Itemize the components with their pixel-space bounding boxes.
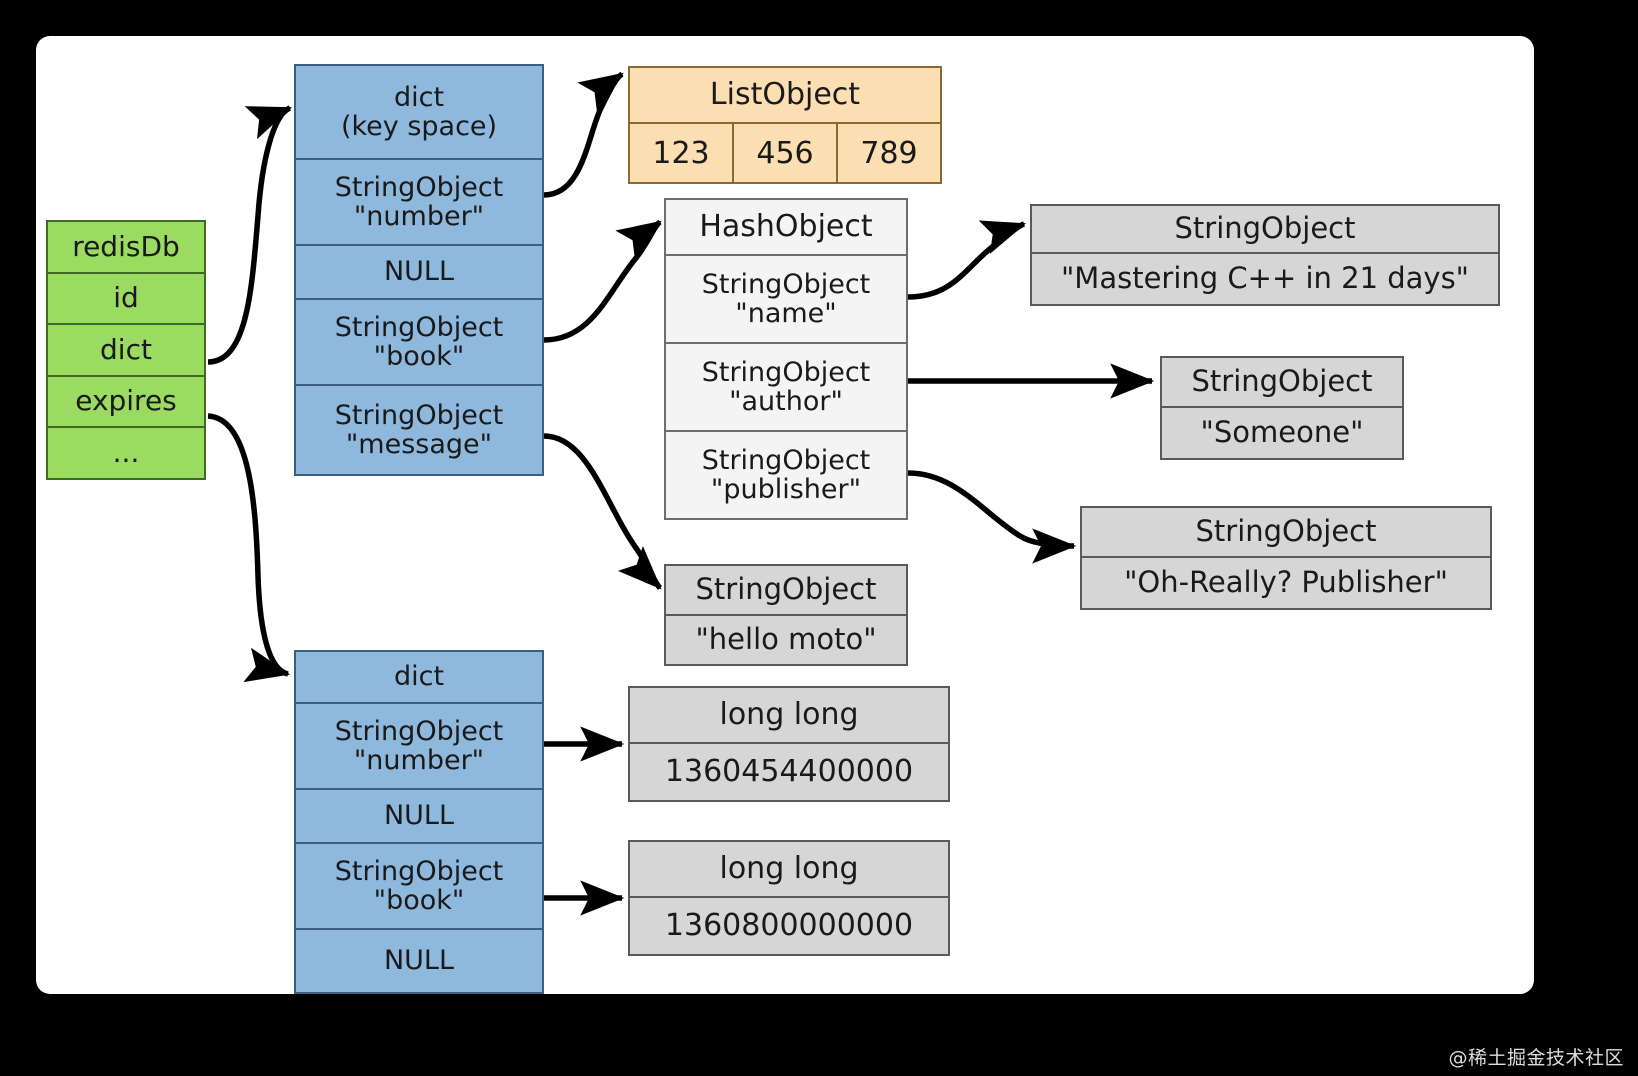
hashobject-header: HashObject — [666, 200, 906, 256]
listobject-value-2: 789 — [838, 124, 940, 182]
stringobject-publisher-header: StringObject — [1082, 508, 1490, 558]
keyspace-entry-null-1: NULL — [296, 246, 542, 300]
stringobject-message-box: StringObject "hello moto" — [664, 564, 908, 666]
longlong-book-box: long long 1360800000000 — [628, 840, 950, 956]
redisdb-row-name: redisDb — [48, 222, 204, 274]
redisdb-box: redisDb id dict expires ... — [46, 220, 206, 480]
stringobject-message-header: StringObject — [666, 566, 906, 616]
listobject-header: ListObject — [630, 68, 940, 124]
arrow-name-to-mastering — [907, 220, 1027, 300]
keyspace-dict-box: dict (key space) StringObject "number" N… — [294, 64, 544, 476]
listobject-box: ListObject 123 456 789 — [628, 66, 942, 184]
arrow-db-dict-to-keyspace — [207, 105, 293, 365]
keyspace-entry-book: StringObject "book" — [296, 300, 542, 386]
stringobject-author-value: "Someone" — [1162, 408, 1402, 458]
keyspace-entry-number: StringObject "number" — [296, 160, 542, 246]
expires-entry-null-1: NULL — [296, 790, 542, 844]
expires-dict-box: dict StringObject "number" NULL StringOb… — [294, 650, 544, 994]
stringobject-author-header: StringObject — [1162, 358, 1402, 408]
hashobject-box: HashObject StringObject "name" StringObj… — [664, 198, 908, 520]
diagram-canvas: redisDb id dict expires ... dict (key sp… — [36, 36, 1534, 994]
stringobject-name-box: StringObject "Mastering C++ in 21 days" — [1030, 204, 1500, 306]
listobject-value-0: 123 — [630, 124, 734, 182]
arrow-number-to-listobject — [543, 71, 624, 198]
watermark-label: @稀土掘金技术社区 — [1448, 1047, 1624, 1069]
longlong-book-value: 1360800000000 — [630, 898, 948, 954]
stringobject-author-box: StringObject "Someone" — [1160, 356, 1404, 460]
longlong-book-header: long long — [630, 842, 948, 898]
expires-entry-book: StringObject "book" — [296, 844, 542, 930]
stringobject-message-value: "hello moto" — [666, 616, 906, 664]
longlong-number-header: long long — [630, 688, 948, 744]
expires-header: dict — [296, 652, 542, 704]
listobject-values-row: 123 456 789 — [630, 124, 940, 182]
listobject-value-1: 456 — [734, 124, 838, 182]
keyspace-entry-message: StringObject "message" — [296, 386, 542, 474]
arrow-db-expires-to-expires-dict — [207, 413, 291, 683]
arrow-book-to-hashobject — [543, 219, 662, 343]
stringobject-name-value: "Mastering C++ in 21 days" — [1032, 254, 1498, 304]
stringobject-name-header: StringObject — [1032, 206, 1498, 254]
redisdb-row-ellipsis: ... — [48, 428, 204, 478]
arrow-publisher-to-publisher-str — [907, 470, 1077, 564]
longlong-number-box: long long 1360454400000 — [628, 686, 950, 802]
longlong-number-value: 1360454400000 — [630, 744, 948, 800]
hashobject-entry-name: StringObject "name" — [666, 256, 906, 344]
arrow-message-to-hello-moto — [543, 433, 663, 590]
redisdb-row-dict: dict — [48, 325, 204, 377]
keyspace-header: dict (key space) — [296, 66, 542, 160]
stringobject-publisher-box: StringObject "Oh-Really? Publisher" — [1080, 506, 1492, 610]
hashobject-entry-publisher: StringObject "publisher" — [666, 432, 906, 518]
expires-entry-null-2: NULL — [296, 930, 542, 992]
expires-entry-number: StringObject "number" — [296, 704, 542, 790]
redisdb-row-id: id — [48, 273, 204, 326]
stringobject-publisher-value: "Oh-Really? Publisher" — [1082, 558, 1490, 608]
hashobject-entry-author: StringObject "author" — [666, 344, 906, 432]
redisdb-row-expires: expires — [48, 376, 204, 429]
